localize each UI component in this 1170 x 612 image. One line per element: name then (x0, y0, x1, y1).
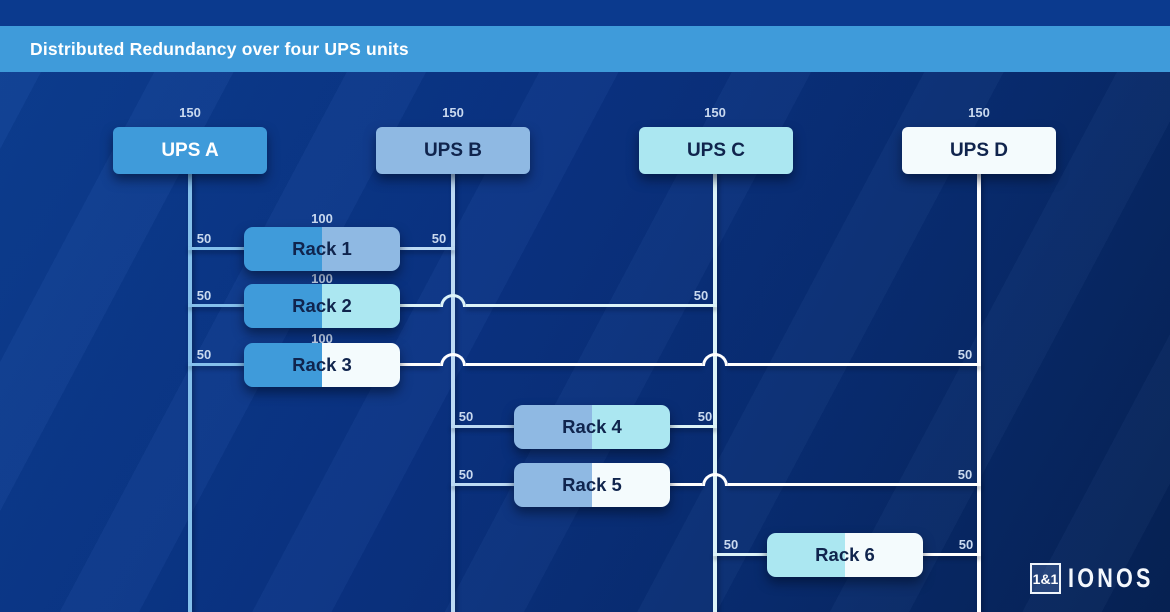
line-hop-arc (440, 294, 466, 307)
ups-c-box: UPS C (639, 127, 793, 174)
rack-3-label: Rack 3 (292, 354, 352, 375)
rack-1-ups-b-half (322, 227, 400, 271)
ups-a-box: UPS A (113, 127, 267, 174)
feed-value-rack5-left: 50 (458, 467, 474, 482)
rack-5-box: Rack 5 (514, 463, 670, 507)
rack2-from-upsC-line (466, 304, 717, 307)
line-hop-arc (440, 353, 466, 366)
capacity-label-ups-a: 150 (179, 105, 201, 120)
rack-5-ups-d-half (592, 463, 670, 507)
rack-2-box: Rack 2 (244, 284, 400, 328)
rack1-from-upsA-line (188, 247, 246, 250)
feed-value-rack3-right: 50 (957, 347, 973, 362)
line-hop-arc (702, 473, 728, 486)
feed-value-rack5-right: 50 (957, 467, 973, 482)
ups-b-box: UPS B (376, 127, 530, 174)
capacity-label-ups-c: 150 (704, 105, 726, 120)
ups-d-feed-line (977, 170, 981, 612)
ups-c-label: UPS C (686, 139, 746, 161)
rack-6-box: Rack 6 (767, 533, 923, 577)
rack-3-box: Rack 3 (244, 343, 400, 387)
rack-2-ups-a-half (244, 284, 322, 328)
rack-4-ups-b-half (514, 405, 592, 449)
feed-value-rack4-right: 50 (697, 409, 713, 424)
rack5-from-upsD-line (668, 483, 702, 486)
load-label-rack3: 100 (311, 331, 333, 346)
rack1-from-upsB-line (398, 247, 455, 250)
ups-d-box: UPS D (902, 127, 1056, 174)
feed-value-rack2-right: 50 (693, 288, 709, 303)
rack-6-ups-d-half (845, 533, 923, 577)
ups-a-label: UPS A (161, 139, 219, 161)
rack3-from-upsA-line (188, 363, 246, 366)
ups-a-feed-line (188, 170, 192, 612)
rack-6-label: Rack 6 (815, 544, 875, 565)
rack-2-label: Rack 2 (292, 295, 352, 316)
line-hop-arc (702, 353, 728, 366)
ups-c-feed-line (713, 170, 717, 612)
title-bar: Distributed Redundancy over four UPS uni… (0, 26, 1170, 72)
capacity-label-ups-d: 150 (968, 105, 990, 120)
feed-value-rack6-right: 50 (958, 537, 974, 552)
feed-value-rack1-left: 50 (196, 231, 212, 246)
logo: 1&1 IONOS (1030, 563, 1170, 594)
rack-3-ups-a-half (244, 343, 322, 387)
rack-6-ups-c-half (767, 533, 845, 577)
rack4-from-upsB-line (451, 425, 516, 428)
rack5-from-upsD-line (728, 483, 981, 486)
feed-value-rack6-left: 50 (723, 537, 739, 552)
rack6-from-upsC-line (713, 553, 769, 556)
rack3-from-upsD-line (398, 363, 440, 366)
ups-b-feed-line (451, 170, 455, 612)
rack-3-ups-d-half (322, 343, 400, 387)
diagram-title: Distributed Redundancy over four UPS uni… (30, 38, 409, 59)
ups-b-label: UPS B (423, 139, 483, 161)
rack-1-ups-a-half (244, 227, 322, 271)
ups-d-label: UPS D (949, 139, 1009, 161)
rack5-from-upsB-line (451, 483, 516, 486)
rack-5-ups-b-half (514, 463, 592, 507)
feed-value-rack3-left: 50 (196, 347, 212, 362)
load-label-rack1: 100 (311, 211, 333, 226)
load-label-rack2: 100 (311, 271, 333, 286)
rack-4-ups-c-half (592, 405, 670, 449)
logo-ionos-wordmark: IONOS (1068, 563, 1154, 593)
top-strip (0, 0, 1170, 26)
rack-2-ups-c-half (322, 284, 400, 328)
rack-4-box: Rack 4 (514, 405, 670, 449)
rack-1-label: Rack 1 (292, 238, 352, 259)
rack-1-box: Rack 1 (244, 227, 400, 271)
rack3-from-upsD-line (466, 363, 702, 366)
feed-value-rack2-left: 50 (196, 288, 212, 303)
rack6-from-upsD-line (921, 553, 981, 556)
rack-4-label: Rack 4 (562, 416, 622, 437)
rack2-from-upsA-line (188, 304, 246, 307)
capacity-label-ups-b: 150 (442, 105, 464, 120)
feed-value-rack4-left: 50 (458, 409, 474, 424)
feed-value-rack1-right: 50 (431, 231, 447, 246)
rack-5-label: Rack 5 (562, 474, 622, 495)
logo-1and1-badge: 1&1 (1030, 563, 1061, 594)
rack4-from-upsC-line (668, 425, 717, 428)
rack3-from-upsD-line (728, 363, 981, 366)
rack2-from-upsC-line (398, 304, 440, 307)
